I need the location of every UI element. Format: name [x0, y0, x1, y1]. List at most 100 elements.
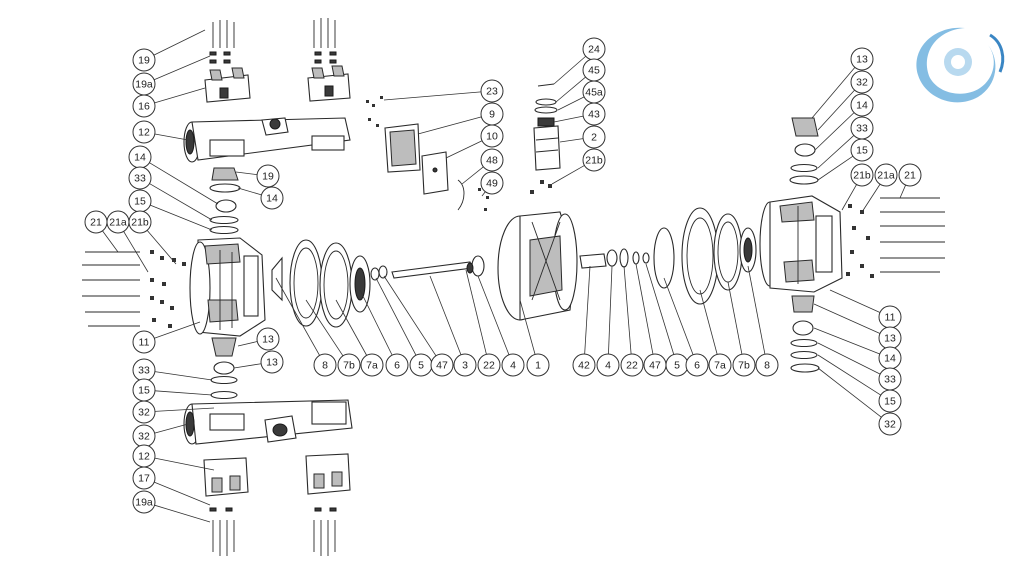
top-left-bolts: [209, 20, 235, 64]
right-callout-bubble-5: [850, 163, 874, 187]
center-callout-label-17: 7b: [738, 360, 750, 372]
top-right-bolts: [313, 18, 337, 64]
top-callout-leader-0: [383, 91, 482, 101]
left-callout-bubble-18: [132, 490, 156, 514]
right-callout-bubble-2: [850, 93, 874, 117]
right-callout-leader-4: [817, 155, 854, 181]
center-callout-bubble-16: [708, 353, 732, 377]
left-callout-leader-5: [149, 183, 213, 221]
top-callout-leader-6: [555, 76, 586, 103]
right-callout-label-12: 15: [884, 396, 896, 408]
center-callout-bubble-2: [360, 353, 384, 377]
left-callout-leader-9: [146, 230, 177, 265]
left-callout-label-19: 19: [262, 171, 274, 183]
right-callout-leader-7: [899, 184, 906, 199]
center-callout-bubble-0: [313, 353, 337, 377]
right-shaft-parts: [579, 248, 650, 269]
top-callout-bubble-4: [480, 171, 504, 195]
center-callout-bubble-10: [572, 353, 596, 377]
right-callout-bubble-12: [878, 389, 902, 413]
top-callout-label-2: 10: [486, 131, 498, 143]
top-callout-label-0: 23: [486, 86, 498, 98]
top-callout-leader-3: [461, 166, 484, 185]
right-callout-label-11: 33: [884, 374, 896, 386]
top-callout-label-8: 43: [588, 109, 600, 121]
left-callout-label-7: 21: [90, 217, 102, 229]
center-callout-label-1: 7b: [343, 360, 355, 372]
left-callout-bubble-19: [256, 164, 280, 188]
lower-manifold-clamp-left: [203, 457, 249, 497]
center-callout-label-18: 8: [764, 360, 770, 372]
left-callout-label-5: 33: [134, 173, 146, 185]
center-callout-label-4: 5: [418, 360, 424, 372]
left-callout-bubble-20: [260, 350, 284, 374]
left-callout-bubble-21: [260, 186, 284, 210]
left-callout-label-17: 17: [138, 473, 150, 485]
shaft: [391, 261, 473, 279]
center-callout-bubble-8: [501, 353, 525, 377]
center-callout-leader-14: [645, 263, 675, 355]
left-callout-leader-17: [154, 481, 211, 506]
left-callout-label-4: 14: [134, 152, 146, 164]
right-callout-label-10: 14: [884, 353, 896, 365]
center-callout-leader-5: [383, 275, 437, 357]
left-callout-label-18: 19a: [135, 497, 153, 509]
left-callout-label-8: 21a: [109, 217, 127, 229]
right-callout-leader-13: [817, 367, 882, 418]
left-callout-leader-10: [154, 321, 201, 339]
left-bolts: [82, 250, 186, 328]
right-callout-leader-8: [829, 289, 881, 313]
center-callout-bubble-6: [453, 353, 477, 377]
right-callout-label-1: 32: [856, 77, 868, 89]
center-callout-label-5: 47: [436, 360, 448, 372]
left-callout-label-21: 14: [266, 193, 278, 205]
upper-manifold: [183, 117, 351, 163]
left-callout-label-9: 21b: [131, 217, 149, 229]
left-callout-leader-16: [154, 457, 215, 471]
top-callout-bubble-9: [582, 125, 606, 149]
center-callout-leader-7: [465, 269, 487, 355]
pilot-valve-stack: [530, 83, 561, 194]
center-callout-leader-3: [359, 289, 393, 356]
lower-manifold: [183, 399, 353, 445]
left-callout-bubble-9: [128, 210, 152, 234]
center-callout-bubble-17: [732, 353, 756, 377]
left-callout-label-15: 32: [138, 431, 150, 443]
center-callout-label-11: 4: [605, 360, 611, 372]
right-callout-label-8: 11: [885, 312, 896, 324]
right-callout-leader-1: [817, 89, 855, 131]
left-callout-label-10: 11: [139, 337, 150, 349]
center-callout-label-14: 5: [674, 360, 680, 372]
left-callout-leader-14: [154, 390, 213, 396]
left-callout-bubble-3: [132, 120, 156, 144]
center-callout-leader-6: [429, 275, 462, 355]
center-callout-bubble-12: [620, 353, 644, 377]
left-callout-bubble-10: [132, 330, 156, 354]
center-callout-leader-12: [623, 265, 632, 355]
lower-valve-seat-left: [209, 337, 239, 413]
center-callout-label-9: 1: [535, 360, 541, 372]
right-bolts: [846, 197, 945, 278]
left-diaphragm-stack: [271, 239, 388, 328]
center-callout-bubble-15: [685, 353, 709, 377]
center-callout-label-16: 7a: [714, 360, 726, 372]
left-callout-bubble-2: [132, 94, 156, 118]
center-callout-bubble-9: [526, 353, 550, 377]
left-callout-label-3: 12: [138, 127, 150, 139]
center-callout-leader-18: [747, 265, 766, 355]
right-callout-leader-11: [817, 342, 881, 375]
left-callout-leader-0: [153, 29, 206, 56]
center-callout-leader-13: [635, 263, 654, 355]
top-callout-leader-4: [481, 191, 486, 197]
left-callout-leader-12: [154, 407, 215, 412]
center-callout-label-15: 6: [694, 360, 700, 372]
top-callout-leader-1: [417, 116, 482, 135]
upper-valve-seat-right: [789, 117, 819, 185]
center-callout-leader-15: [663, 277, 694, 355]
left-callout-label-14: 15: [138, 385, 150, 397]
center-callout-leader-16: [699, 289, 718, 355]
left-callout-label-0: 19: [138, 55, 150, 67]
center-callout-leader-2: [335, 299, 368, 356]
lower-manifold-clamp-right: [305, 453, 351, 495]
top-callout-leader-7: [557, 96, 585, 111]
